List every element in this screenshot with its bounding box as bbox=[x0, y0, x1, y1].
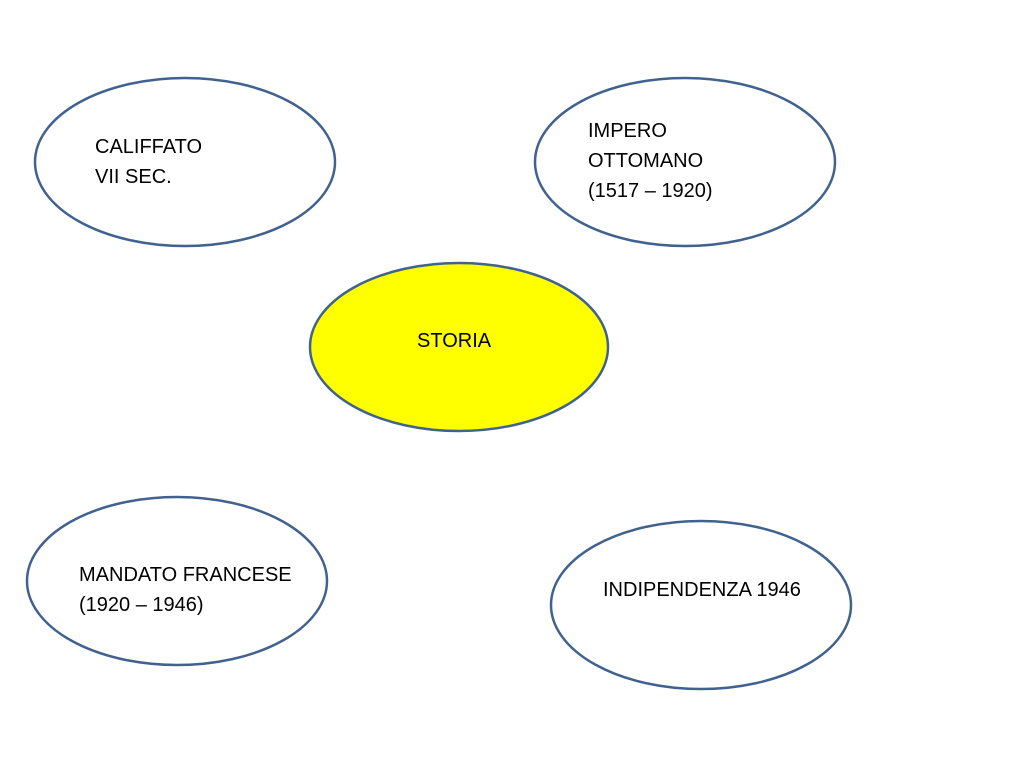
node-line: INDIPENDENZA 1946 bbox=[603, 579, 801, 601]
node-label-impero-ottomano: IMPERO OTTOMANO (1517 – 1920) bbox=[588, 116, 713, 206]
node-line: VII SEC. bbox=[95, 166, 172, 188]
node-label-indipendenza: INDIPENDENZA 1946 bbox=[603, 575, 801, 605]
node-line: CALIFFATO bbox=[95, 136, 203, 158]
node-line: (1517 – 1920) bbox=[588, 180, 713, 202]
node-label-califfato: CALIFFATO VII SEC. bbox=[95, 132, 202, 192]
node-line: MANDATO FRANCESE bbox=[79, 564, 292, 586]
node-ellipse-mandato-francese bbox=[25, 495, 329, 667]
center-ellipse-storia bbox=[308, 261, 610, 433]
node-label-mandato-francese: MANDATO FRANCESE (1920 – 1946) bbox=[79, 560, 292, 620]
center-text: STORIA bbox=[417, 330, 492, 352]
node-line: IMPERO bbox=[588, 120, 667, 142]
center-label-storia: STORIA bbox=[417, 326, 491, 356]
node-ellipse-califfato bbox=[33, 76, 337, 248]
node-ellipse-indipendenza bbox=[549, 519, 853, 691]
node-line: (1920 – 1946) bbox=[79, 594, 204, 616]
node-line: OTTOMANO bbox=[588, 150, 704, 172]
node-ellipse-impero-ottomano bbox=[533, 76, 837, 248]
